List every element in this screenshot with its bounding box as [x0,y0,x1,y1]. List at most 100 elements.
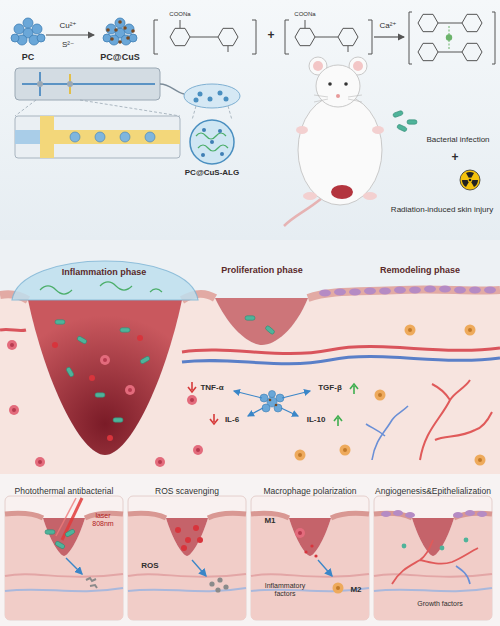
panel-angiogenesis [453,512,463,518]
panel-ros [209,581,214,586]
mouse [313,61,323,71]
pc-cluster [11,18,45,45]
mechanism-panel: Macrophage polarization [251,480,369,622]
channel-magnified [70,132,80,142]
pc-cus-cluster [114,28,118,32]
epidermal-cells [364,288,376,295]
skin-section [0,240,500,474]
inflammatory-cells [193,445,203,455]
inflammatory-cells [155,457,165,467]
epidermal-cells [334,289,346,296]
crosslinked-structure [462,43,482,60]
panel-angiogenesis [392,540,478,584]
channel-magnified [54,130,180,144]
panel-ros [128,496,246,620]
pc-cus-cluster [118,20,122,24]
phase-label: Proliferation phase [221,265,303,275]
alginate-structure [338,28,358,45]
crosslink-arrow [374,36,404,37]
crosslinked-structure [418,14,438,31]
mechanism-panel: Angiogenesis&Epithelialization [372,480,494,622]
phase-label: Remodeling phase [380,265,460,275]
panel-macrophage [251,496,369,620]
alginate-structure [190,37,218,38]
hydrogel-bead [201,153,205,157]
bacteria [55,320,65,324]
collection-dish [192,106,196,120]
panel-ros [217,577,222,582]
ros-label: ROS [141,561,158,570]
pc-cus-cluster [110,37,114,41]
epidermal-cells [409,287,421,294]
mouse [353,61,363,71]
new-vessels [366,406,408,460]
microfluidic-chip [67,81,73,87]
hydrogel-bead [218,129,222,133]
mouse [316,65,360,107]
mechanism-panel: ROS scavenging [128,480,246,622]
panel-photothermal [45,530,55,534]
hydrogel-bead [190,120,234,164]
sample-label: PC [22,52,35,62]
crosslink-arrow [374,37,404,38]
skin-section [0,240,500,474]
nanoparticle-cluster [269,399,272,402]
mouse [328,82,332,86]
hydrogel-bead [210,140,214,144]
inflammatory-cells [9,405,19,415]
ros-dots [89,375,95,381]
panel-photothermal [65,529,76,538]
condition-label: Radiation-induced skin injury [390,205,494,214]
trend-arrows [188,382,358,426]
bacteria [95,393,105,397]
alginate-structure [180,20,181,28]
alginate-structure [295,28,315,45]
panel-ros [175,527,181,533]
bacteria [77,336,88,345]
mouse [298,95,382,205]
panel-ros [185,537,191,543]
alginate-structure [170,28,190,45]
mouse [344,82,348,86]
group-label: COONa [294,11,315,18]
channel-magnified [120,132,130,142]
skin-section [40,282,162,294]
panel-angiogenesis [374,496,492,620]
cytokine-arrows [281,408,298,416]
ion-label: Cu²⁺ [59,21,76,30]
pc-cus-cluster [103,18,137,45]
collection-dish [184,84,240,108]
nanoparticle-cluster [275,404,278,407]
epidermal-cells [319,286,496,297]
nanoparticle-cluster [260,391,284,413]
panel-macrophage [318,560,332,576]
panel-macrophage [304,550,307,553]
collection-dish [218,91,223,96]
hydrogel-bead [190,120,234,164]
channel-magnified [40,116,54,158]
cell-label: M1 [264,516,275,525]
epidermal-cells [319,290,331,297]
panel-photothermal [5,496,123,620]
panel-title: Photothermal antibacterial [15,486,114,496]
ion-label: Ca²⁺ [379,21,396,30]
trend-arrows [188,382,196,392]
ion-label: S²⁻ [62,40,74,49]
panel-ros [223,584,228,589]
mouse [284,198,322,226]
microfluidic-chip [15,68,184,100]
nanoparticle-cluster [262,404,270,412]
alginate-structure [218,28,238,45]
alginate-structure [305,20,306,28]
epidermal-cells [394,287,406,294]
epidermal-cells [484,287,496,294]
epidermal-cells [424,286,436,293]
sample-label: PC@CuS-ALG [185,168,239,177]
alginate-structure [348,46,349,52]
trend-arrows [210,414,218,424]
inflammatory-cells [7,340,203,467]
panel-title: ROS scavenging [155,486,219,496]
channel-magnified [145,132,155,142]
epidermal-cells [469,287,481,294]
